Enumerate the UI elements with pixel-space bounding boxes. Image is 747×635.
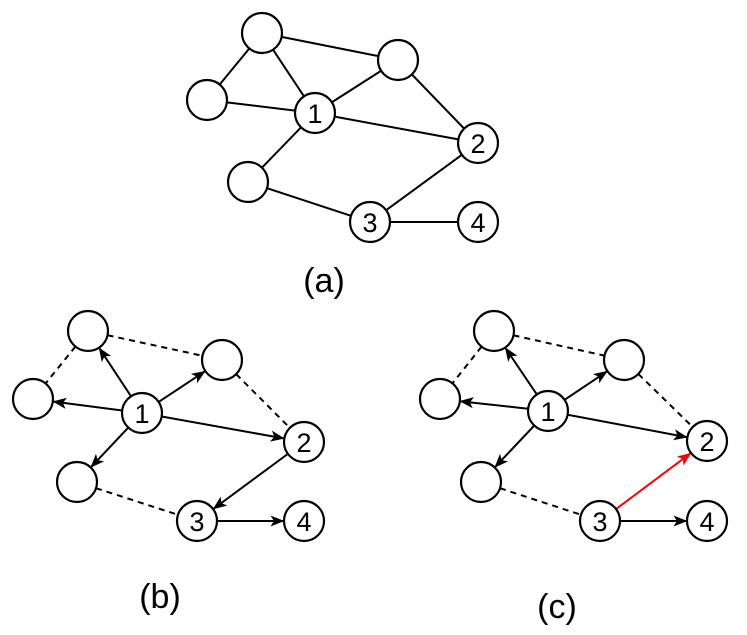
node-circle (282, 499, 326, 543)
node-label: 4 (470, 208, 485, 238)
node-circle (120, 391, 164, 435)
node-label: 3 (189, 507, 204, 537)
edge-b-bT-bL (44, 345, 77, 385)
node-b-4: 4 (282, 499, 326, 543)
node-b-1: 1 (120, 391, 164, 435)
node-circle (226, 160, 270, 204)
node-a-aL (185, 78, 229, 122)
node-b-bR (200, 338, 244, 382)
edge-b-bR-b2 (235, 373, 291, 429)
node-b-3: 3 (175, 499, 219, 543)
node-label: 2 (699, 427, 714, 457)
node-circle (685, 499, 729, 543)
node-circle (55, 460, 99, 504)
node-circle (175, 499, 219, 543)
node-c-cB (459, 460, 503, 504)
node-c-cT (472, 309, 516, 353)
node-circle (282, 420, 326, 464)
node-label: 2 (470, 129, 485, 159)
edge-c-c1-c2-arrow (567, 413, 688, 441)
edge-a-aB-a3 (266, 187, 352, 217)
edge-c-cR-c2 (637, 373, 694, 428)
node-circle (418, 377, 462, 421)
node-circle (526, 389, 570, 433)
edge-c-c1-cB-arrow (494, 424, 536, 468)
edge-b-b1-bL-arrow (52, 397, 123, 412)
node-circle (293, 91, 337, 135)
node-label: 3 (362, 208, 377, 238)
edge-a-aT-a1 (272, 49, 305, 97)
node-c-1: 1 (526, 389, 570, 433)
edge-c-c1-cL-arrow (459, 397, 529, 410)
edge-b-b1-b2-arrow (161, 415, 285, 442)
node-b-bB (55, 460, 99, 504)
edge-a-a2-a3 (385, 154, 463, 211)
node-a-aR (376, 38, 420, 82)
edge-a-a1-a2 (334, 115, 459, 141)
nodes-layer: 1 2 3 4 1 2 3 4 1 2 3 4 (11, 11, 729, 543)
edge-b-b2-b3-arrow (212, 453, 289, 510)
edge-a-a1-aR (331, 69, 382, 104)
node-a-4: 4 (456, 200, 500, 244)
node-label: 4 (296, 507, 311, 537)
node-b-2: 2 (282, 420, 326, 464)
node-circle (472, 309, 516, 353)
node-circle (578, 499, 622, 543)
edge-c-cB-c3 (499, 487, 582, 516)
node-circle (685, 419, 729, 463)
node-circle (376, 38, 420, 82)
node-circle (459, 460, 503, 504)
panel-label-a: (a) (303, 262, 345, 300)
node-c-2: 2 (685, 419, 729, 463)
node-circle (200, 338, 244, 382)
node-label: 1 (134, 399, 149, 429)
edge-b-b1-bR-arrow (158, 370, 206, 403)
edge-c-c3-c2-arrow (615, 452, 692, 510)
node-b-bL (11, 377, 55, 421)
panel-labels-layer: (a) (b) (c) (139, 262, 577, 626)
edge-c-c1-cT-arrow (504, 347, 538, 395)
node-circle (240, 11, 284, 55)
edge-a-aL-a1 (226, 101, 296, 112)
node-label: 4 (699, 507, 714, 537)
node-label: 2 (296, 428, 311, 458)
edge-c-c1-cR-arrow (564, 370, 608, 401)
node-circle (185, 78, 229, 122)
node-circle (348, 200, 392, 244)
edge-a-aR-a2 (411, 73, 465, 130)
node-a-3: 3 (348, 200, 392, 244)
edges-layer (44, 35, 694, 527)
node-c-cR (602, 338, 646, 382)
edge-a-aT-aL (218, 47, 251, 86)
edge-b-bT-bR (107, 334, 203, 357)
edge-b-b1-bT-arrow (98, 347, 132, 397)
node-label: 3 (592, 507, 607, 537)
node-circle (456, 121, 500, 165)
edge-a-a1-aB (261, 126, 302, 169)
edge-a-aT-aR (281, 35, 379, 58)
edge-b-b1-bB-arrow (90, 426, 130, 468)
node-a-2: 2 (456, 121, 500, 165)
node-c-4: 4 (685, 499, 729, 543)
node-c-cL (418, 377, 462, 421)
node-c-3: 3 (578, 499, 622, 543)
panel-label-b: (b) (139, 578, 181, 616)
edge-c-cT-cR (513, 334, 605, 357)
node-b-bT (66, 309, 110, 353)
node-label: 1 (540, 397, 555, 427)
node-circle (602, 338, 646, 382)
node-circle (456, 200, 500, 244)
node-a-aT (240, 11, 284, 55)
edge-c-cT-cL (451, 346, 483, 384)
edge-b-bB-b3 (95, 487, 179, 516)
node-a-aB (226, 160, 270, 204)
node-circle (11, 377, 55, 421)
panel-label-c: (c) (537, 588, 577, 626)
node-a-1: 1 (293, 91, 337, 135)
node-circle (66, 309, 110, 353)
node-label: 1 (307, 99, 322, 129)
